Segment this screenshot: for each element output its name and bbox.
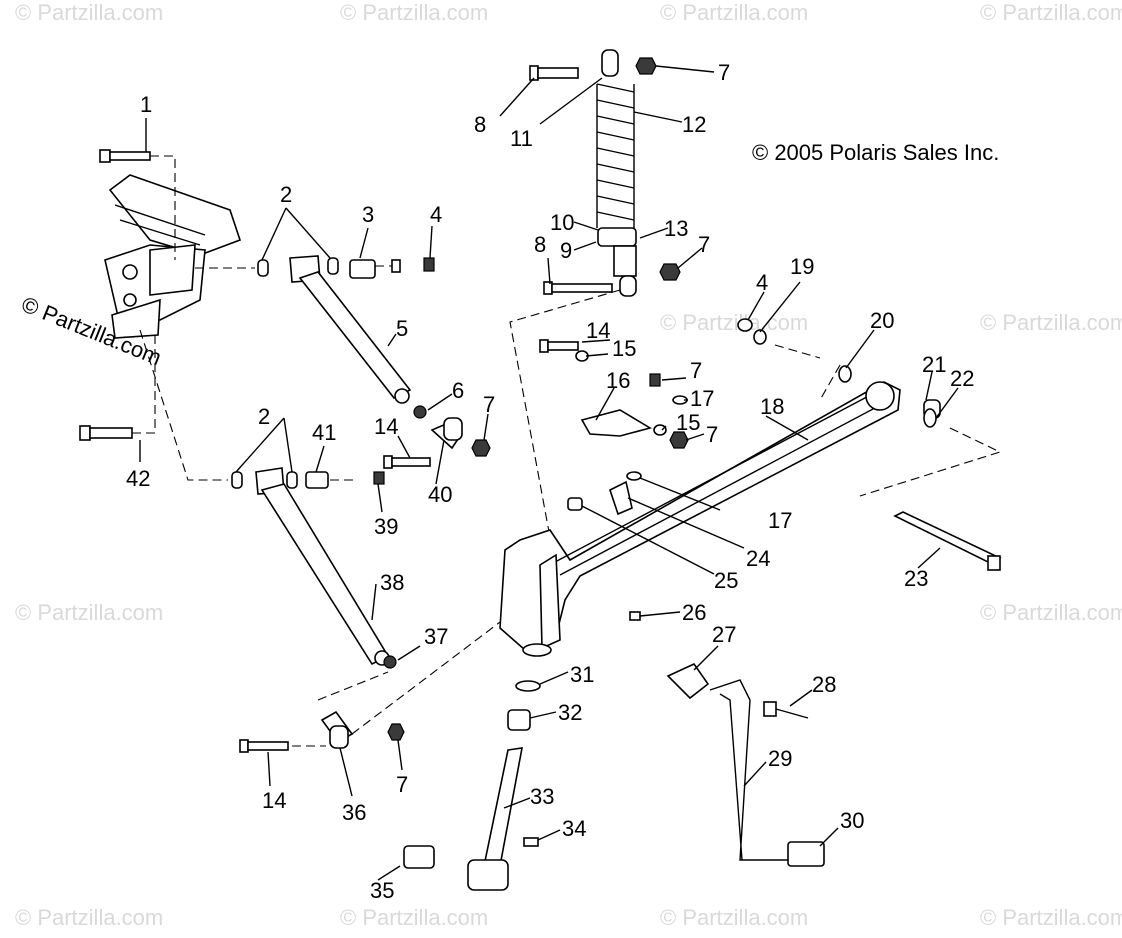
callout-30: 30 <box>840 808 864 833</box>
watermark: © Partzilla.com <box>980 310 1122 335</box>
callout-7: 7 <box>483 392 495 417</box>
callout-38: 38 <box>380 570 404 595</box>
callout-33: 33 <box>530 784 554 809</box>
callout-27: 27 <box>712 622 736 647</box>
watermark: © Partzilla.com <box>980 905 1122 930</box>
callout-36: 36 <box>342 800 366 825</box>
callout-23: 23 <box>904 566 928 591</box>
bracket-16 <box>539 318 852 621</box>
callout-15: 15 <box>612 336 636 361</box>
callout-18: 18 <box>760 394 784 419</box>
callout-7: 7 <box>698 232 710 257</box>
bolt-1 <box>99 149 176 260</box>
bolt-14-upper <box>383 455 431 469</box>
callout-22: 22 <box>950 366 974 391</box>
callout-11: 11 <box>510 126 533 151</box>
callout-1: 1 <box>140 92 152 117</box>
callout-2: 2 <box>280 182 292 207</box>
frame-bracket <box>104 174 242 339</box>
callout-19: 19 <box>790 254 814 279</box>
watermark: © Partzilla.com <box>15 0 163 25</box>
callout-20: 20 <box>870 308 894 333</box>
callout-35: 35 <box>370 878 394 903</box>
watermark: © Partzilla.com <box>980 0 1122 25</box>
watermark: © Partzilla.com <box>660 905 808 930</box>
callout-31: 31 <box>570 662 594 687</box>
watermark: © Partzilla.com <box>15 905 163 930</box>
callout-37: 37 <box>424 624 448 649</box>
callout-25: 25 <box>714 568 738 593</box>
callout-39: 39 <box>374 514 398 539</box>
callout-42: 42 <box>126 466 150 491</box>
callout-14: 14 <box>586 318 610 343</box>
copyright-notice: © 2005 Polaris Sales Inc. <box>752 140 999 165</box>
callout-24: 24 <box>746 546 770 571</box>
callout-5: 5 <box>396 316 408 341</box>
callout-34: 34 <box>562 816 586 841</box>
callout-16: 16 <box>606 368 630 393</box>
callout-9: 9 <box>560 238 572 263</box>
callout-13: 13 <box>664 216 688 241</box>
watermark: © Partzilla.com <box>660 0 808 25</box>
watermark: © Partzilla.com <box>340 905 488 930</box>
callout-14: 14 <box>262 788 286 813</box>
callout-4: 4 <box>756 270 768 295</box>
callout-7: 7 <box>706 422 718 447</box>
callout-10: 10 <box>550 210 574 235</box>
callout-labels: 1 2 3 4 5 6 7 8 11 12 7 10 9 13 8 7 4 19… <box>126 60 974 903</box>
brake-pedal <box>666 662 825 867</box>
callout-29: 29 <box>768 746 792 771</box>
callout-7: 7 <box>396 772 408 797</box>
callout-32: 32 <box>558 700 582 725</box>
callout-26: 26 <box>682 600 706 625</box>
watermark: © Partzilla.com <box>980 600 1122 625</box>
callout-8: 8 <box>474 112 486 137</box>
shock-absorber <box>509 49 681 549</box>
watermark: © Partzilla.com <box>340 0 488 25</box>
callout-8: 8 <box>534 232 546 257</box>
bolt-42 <box>79 330 156 441</box>
callout-41: 41 <box>312 420 336 445</box>
callout-12: 12 <box>682 112 706 137</box>
callout-2: 2 <box>258 404 270 429</box>
callout-17: 17 <box>768 508 792 533</box>
callout-4: 4 <box>430 202 442 227</box>
callout-7: 7 <box>690 358 702 383</box>
callout-14: 14 <box>374 414 398 439</box>
callout-15: 15 <box>676 410 700 435</box>
leader-lines <box>139 65 959 881</box>
callout-21: 21 <box>922 352 946 377</box>
upper-a-arm <box>195 255 491 457</box>
lower-a-arm <box>139 329 509 753</box>
callout-40: 40 <box>428 482 452 507</box>
callout-6: 6 <box>452 378 464 403</box>
spindle <box>403 680 541 891</box>
callout-7: 7 <box>718 60 730 85</box>
watermark: © Partzilla.com <box>660 310 808 335</box>
callout-3: 3 <box>362 202 374 227</box>
trailing-arm <box>499 381 1002 657</box>
callout-17: 17 <box>690 386 714 411</box>
callout-28: 28 <box>812 672 836 697</box>
watermark: © Partzilla.com <box>15 600 163 625</box>
